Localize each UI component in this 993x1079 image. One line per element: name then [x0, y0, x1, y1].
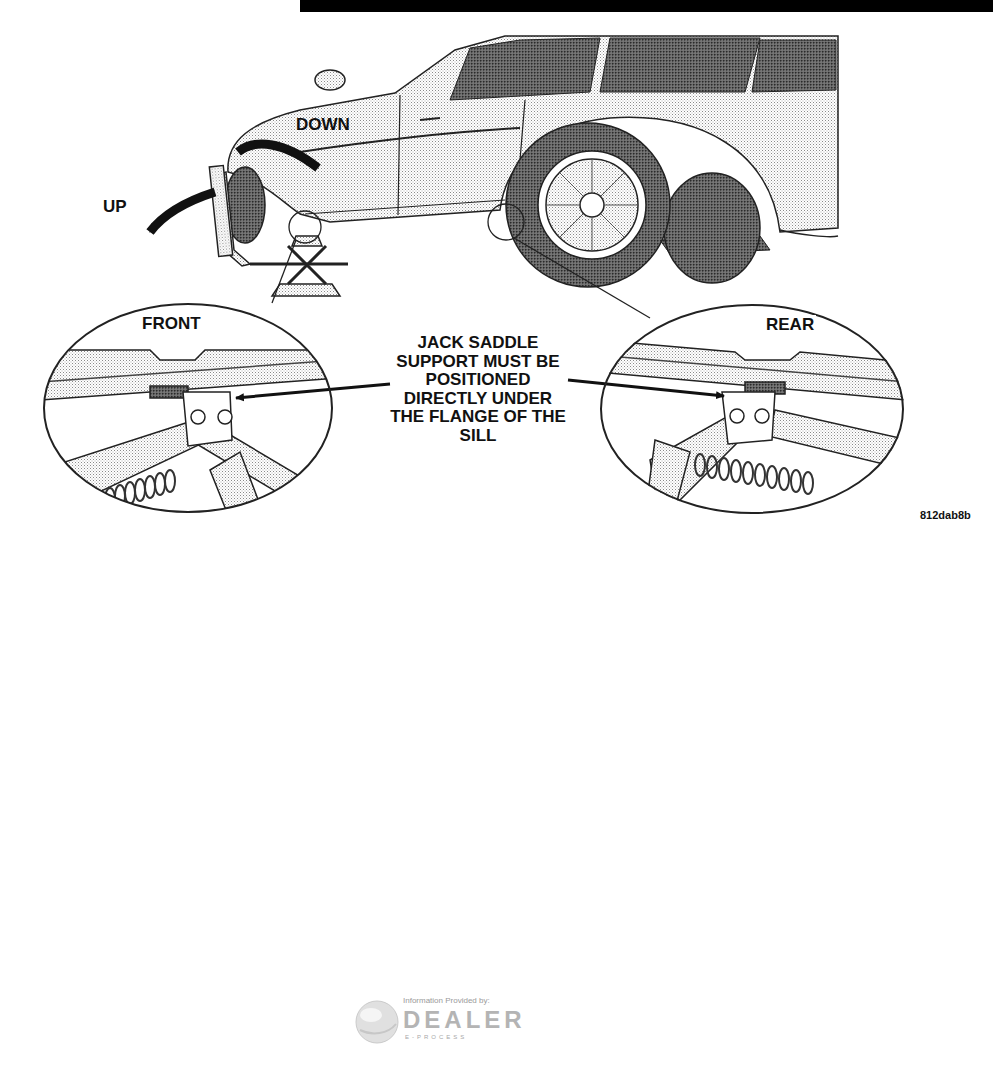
- zoom-heading: FRONT: [140, 314, 203, 334]
- saddle-pointer-front: [236, 384, 390, 398]
- zoom-circle-rear: REAR: [600, 304, 904, 514]
- watermark-text: Information Provided by:: [403, 996, 490, 1005]
- front-zoom-detail: [40, 350, 340, 530]
- watermark-text: E-PROCESS: [405, 1034, 467, 1040]
- figure-code: 812dab8b: [920, 509, 971, 521]
- direction-label: DOWN: [296, 115, 350, 135]
- zoom-circle-front: FRONT: [43, 303, 333, 513]
- down-arrow: [238, 144, 318, 168]
- circle-outline: [600, 304, 904, 514]
- instruction-note: JACK SADDLE SUPPORT MUST BE POSITIONED D…: [389, 334, 567, 445]
- scissor-jack: [209, 166, 650, 318]
- direction-label: UP: [103, 197, 127, 217]
- wheels: [225, 123, 760, 287]
- watermark-text: DEALER: [403, 1006, 526, 1034]
- up-arrow: [150, 192, 215, 232]
- rear-zoom-detail: [598, 340, 908, 520]
- saddle-pointer-rear: [568, 380, 724, 396]
- watermark-logo: [356, 1001, 398, 1043]
- circle-outline: [43, 303, 333, 513]
- zoom-heading: REAR: [764, 315, 816, 335]
